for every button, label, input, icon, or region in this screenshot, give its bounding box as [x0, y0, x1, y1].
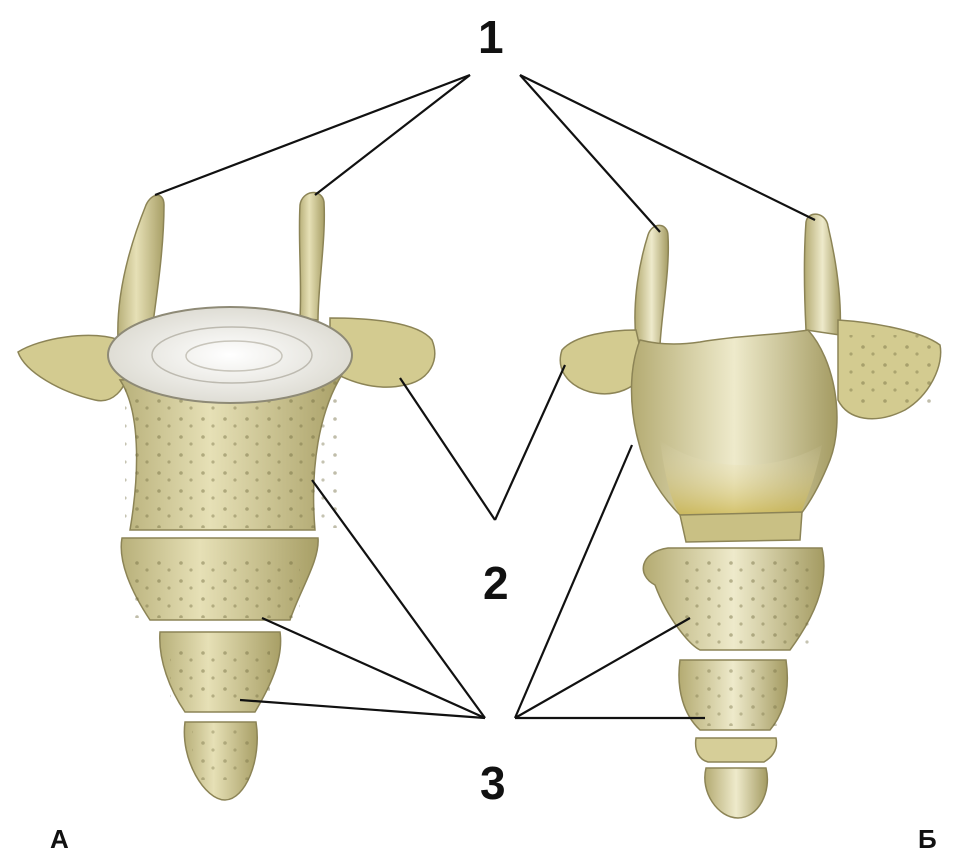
- leader-3-b1: [515, 445, 632, 718]
- vertebra-band-b: [680, 512, 802, 542]
- view-label-b: Б: [918, 826, 937, 852]
- leader-3-b2: [515, 618, 690, 718]
- vertebra-tip-b: [705, 768, 768, 818]
- cornu-left-a2: [299, 193, 324, 320]
- cornu-right-b1: [635, 225, 668, 345]
- vertebra-body-b4: [696, 738, 777, 762]
- leader-2-b: [495, 365, 565, 520]
- leader-1-b2: [520, 75, 815, 220]
- articular-disc: [108, 307, 352, 403]
- leader-1-b1: [520, 75, 660, 232]
- leader-1-a1: [155, 75, 470, 195]
- view-label-a: А: [50, 826, 69, 852]
- label-2: 2: [483, 560, 509, 606]
- cornu-right-b2: [805, 214, 841, 335]
- leader-2-a: [400, 378, 495, 520]
- leader-1-a2: [315, 75, 470, 195]
- coccyx-view-b: [560, 214, 940, 818]
- leader-3-a1: [312, 480, 485, 718]
- label-1: 1: [478, 14, 504, 60]
- label-3: 3: [480, 760, 506, 806]
